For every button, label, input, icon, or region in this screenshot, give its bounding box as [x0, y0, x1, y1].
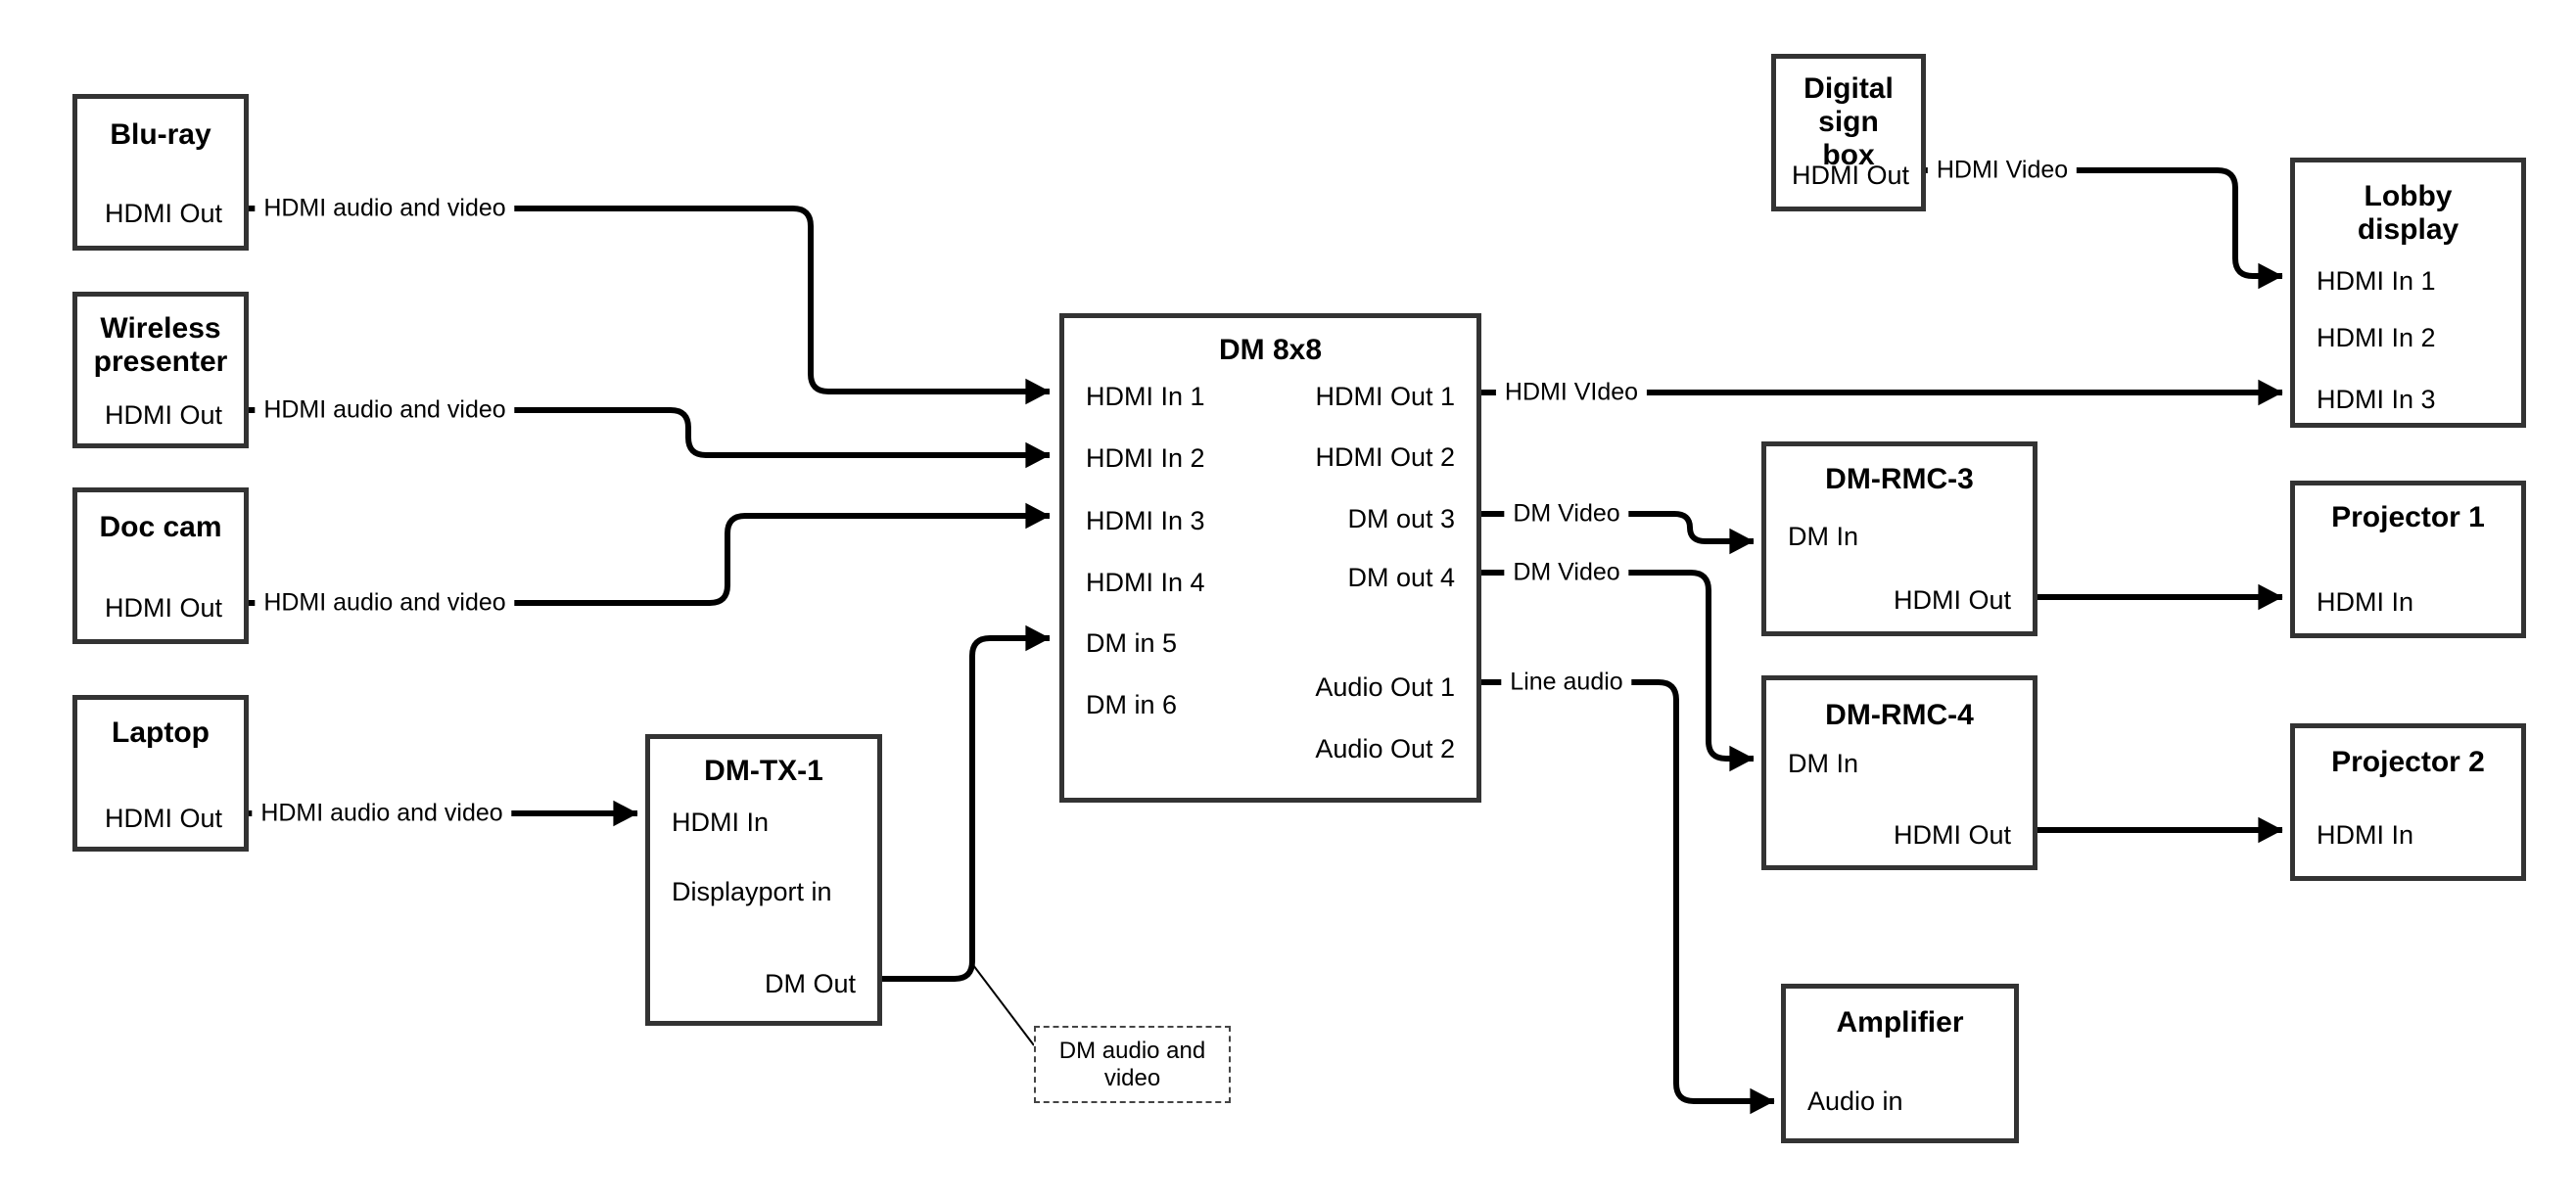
edge-label-doccam-to-dm8x8: HDMI audio and video [255, 587, 515, 619]
edge-label-audioout1-to-amp: Line audio [1501, 667, 1632, 698]
port-laptop-hdmi-out: HDMI Out [104, 804, 222, 833]
node-title: Blu-ray [110, 118, 211, 151]
node-title: DM-RMC-4 [1825, 699, 1974, 731]
node-title: Lobby display [2357, 180, 2459, 246]
edge-label-hdmiout1-to-lobby: HDMI VIdeo [1495, 377, 1648, 408]
port-dm8x8-dm-in-6: DM in 6 [1086, 690, 1178, 719]
port-doccam-hdmi-out: HDMI Out [104, 593, 222, 623]
node-title: Laptop [112, 716, 210, 749]
edge-label-dmout3-to-rmc3: DM Video [1504, 498, 1629, 530]
port-lobby-hdmi-in-3: HDMI In 3 [2317, 385, 2436, 414]
port-rmc3-hdmi-out: HDMI Out [1893, 585, 2011, 615]
edge-wireless-to-dm8x8 [249, 407, 1051, 469]
port-bluray-hdmi-out: HDMI Out [104, 199, 222, 228]
node-laptop: Laptop HDMI Out [72, 695, 249, 852]
node-projector-1: Projector 1 HDMI In [2290, 481, 2526, 638]
node-wireless-presenter: Wireless presenter HDMI Out [72, 292, 249, 448]
port-digisign-hdmi-out: HDMI Out [1791, 161, 1909, 190]
node-title: Wireless presenter [93, 312, 228, 378]
edge-dmout3-to-rmc3 [1481, 511, 1755, 555]
port-dm8x8-audio-out-2: Audio Out 2 [1315, 734, 1455, 763]
port-rmc3-dm-in: DM In [1788, 522, 1859, 551]
port-dm8x8-hdmi-in-3: HDMI In 3 [1086, 506, 1205, 535]
node-title: DM-RMC-3 [1825, 463, 1974, 495]
annotation-callout-line [972, 964, 1035, 1046]
node-doc-cam: Doc cam HDMI Out [72, 487, 249, 644]
port-dm8x8-audio-out-1: Audio Out 1 [1315, 672, 1455, 702]
port-projector1-hdmi-in: HDMI In [2317, 587, 2414, 617]
edge-label-laptop-to-dmtx1: HDMI audio and video [252, 798, 512, 829]
port-dm8x8-hdmi-out-2: HDMI Out 2 [1315, 442, 1455, 472]
edge-label-dmout4-to-rmc4: DM Video [1504, 557, 1629, 588]
annotation-dm-audio-video: DM audio and video [1034, 1026, 1231, 1103]
edge-digisign-to-lobby [1926, 167, 2283, 290]
port-rmc4-dm-in: DM In [1788, 749, 1859, 778]
port-dm8x8-dm-out-3: DM out 3 [1347, 504, 1455, 533]
edge-dmout4-to-rmc4 [1481, 570, 1755, 772]
node-title: Amplifier [1836, 1006, 1964, 1039]
port-projector2-hdmi-in: HDMI In [2317, 820, 2414, 850]
port-dm8x8-dm-in-5: DM in 5 [1086, 628, 1178, 658]
node-amplifier: Amplifier Audio in [1781, 984, 2019, 1143]
node-title: Projector 1 [2331, 501, 2485, 533]
port-dmtx1-dm-out: DM Out [764, 969, 856, 998]
node-dm-tx-1: DM-TX-1 HDMI In Displayport in DM Out [645, 734, 882, 1026]
edge-doccam-to-dm8x8 [249, 502, 1051, 606]
port-lobby-hdmi-in-2: HDMI In 2 [2317, 323, 2436, 352]
node-digital-sign-box: Digital sign box HDMI Out [1771, 54, 1926, 211]
port-wireless-hdmi-out: HDMI Out [104, 400, 222, 430]
node-title: DM 8x8 [1218, 334, 1323, 366]
port-dm8x8-hdmi-in-2: HDMI In 2 [1086, 443, 1205, 473]
node-dm-rmc-3: DM-RMC-3 DM In HDMI Out [1761, 441, 2037, 636]
node-bluray: Blu-ray HDMI Out [72, 94, 249, 251]
port-rmc4-hdmi-out: HDMI Out [1893, 820, 2011, 850]
edge-audioout1-to-amp [1481, 679, 1775, 1115]
port-dm8x8-dm-out-4: DM out 4 [1347, 563, 1455, 592]
node-dm-8x8: DM 8x8 HDMI In 1 HDMI In 2 HDMI In 3 HDM… [1059, 313, 1481, 803]
edge-label-digisign-to-lobby: HDMI Video [1927, 155, 2078, 186]
edge-bluray-to-dm8x8 [249, 206, 1051, 405]
port-lobby-hdmi-in-1: HDMI In 1 [2317, 266, 2436, 296]
node-title: Digital sign box [1803, 72, 1894, 171]
edge-label-bluray-to-dm8x8: HDMI audio and video [255, 193, 515, 224]
port-dm8x8-hdmi-in-4: HDMI In 4 [1086, 568, 1205, 597]
port-dmtx1-displayport-in: Displayport in [672, 877, 832, 906]
edge-dmtx1-to-dm8x8 [882, 624, 1051, 982]
node-title: Doc cam [99, 511, 222, 543]
node-lobby-display: Lobby display HDMI In 1 HDMI In 2 HDMI I… [2290, 158, 2526, 428]
edge-label-wireless-to-dm8x8: HDMI audio and video [255, 394, 515, 426]
node-title: Projector 2 [2331, 746, 2485, 778]
node-dm-rmc-4: DM-RMC-4 DM In HDMI Out [1761, 675, 2037, 870]
port-dm8x8-hdmi-in-1: HDMI In 1 [1086, 382, 1205, 411]
port-amplifier-audio-in: Audio in [1807, 1086, 1903, 1116]
node-title: DM-TX-1 [704, 755, 823, 787]
port-dmtx1-hdmi-in: HDMI In [672, 808, 770, 837]
node-projector-2: Projector 2 HDMI In [2290, 723, 2526, 881]
port-dm8x8-hdmi-out-1: HDMI Out 1 [1315, 382, 1455, 411]
